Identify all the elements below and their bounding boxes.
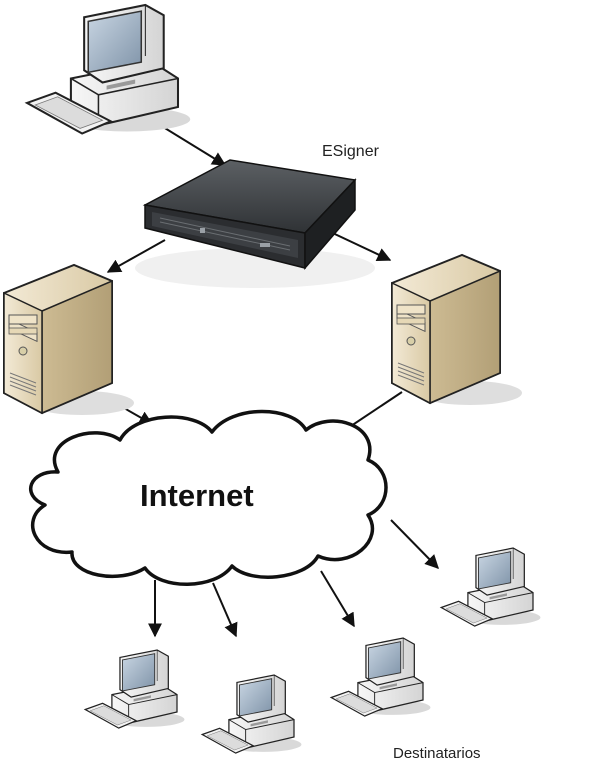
recipient-computer-icon-2 [201, 674, 303, 754]
server-right-icon [391, 254, 523, 406]
recipient-computer-icon-4 [440, 547, 542, 627]
esigner-rack-server-icon [135, 159, 375, 288]
internet-cloud [28, 409, 388, 586]
edge-internet-to-recipient-3 [320, 570, 355, 628]
edge-internet-to-recipient-4 [390, 519, 439, 570]
recipients-label: Destinatarios [393, 745, 481, 762]
recipient-computer-icon-3 [330, 637, 432, 717]
edge-sender-to-esigner [154, 121, 227, 166]
internet-label: Internet [140, 478, 254, 513]
sender-computer-icon [26, 3, 192, 135]
recipient-computer-icon-1 [84, 649, 186, 729]
edge-internet-to-recipient-2 [212, 582, 238, 638]
edge-esigner-to-server-left [106, 239, 166, 273]
server-left-icon [3, 264, 135, 416]
esigner-label: ESigner [322, 143, 379, 160]
